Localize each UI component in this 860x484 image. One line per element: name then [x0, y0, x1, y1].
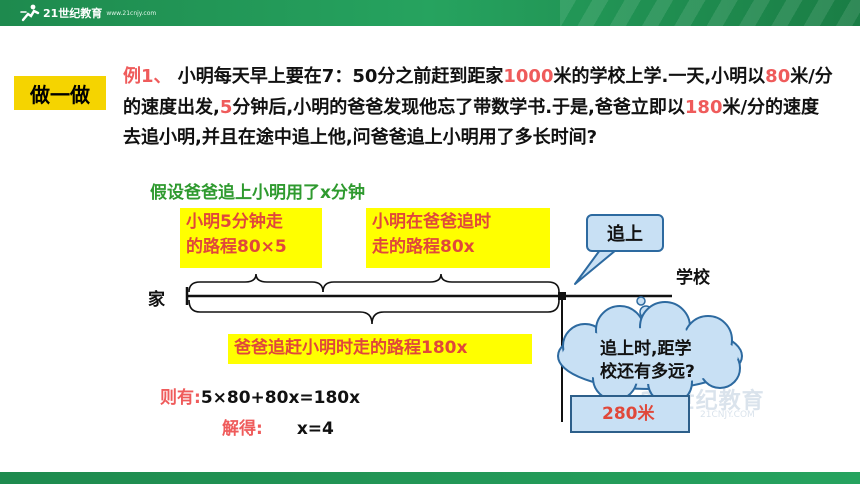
header-stripes: [560, 0, 860, 26]
equation-line: 则有:5×80+80x=180x: [160, 383, 360, 408]
section-label: 做一做: [14, 76, 106, 110]
box1-line2: 的路程80×5: [186, 237, 287, 257]
label-school: 学校: [676, 268, 710, 288]
answer-box: 280米: [570, 395, 690, 433]
cloud-line1: 追上时,距学: [600, 339, 692, 359]
logo: 21世纪教育 www.21cnjy.com: [20, 2, 156, 24]
brace-dad-chase: [188, 299, 560, 325]
box1-line1: 小明5分钟走: [186, 212, 283, 232]
problem-part-4: 分钟后,小明的爸爸发现他忘了带数学书.于是,爸爸立即以: [232, 96, 685, 118]
logo-text: 21世纪教育: [43, 7, 103, 20]
problem-prefix: 例1、: [123, 66, 172, 87]
problem-part-2: 米的学校上学.一天,小明以: [553, 66, 766, 87]
catch-up-callout: 追上: [586, 214, 664, 252]
label-home: 家: [148, 290, 165, 310]
problem-part-1: 小明每天早上要在7：50分之前赶到距家: [171, 66, 504, 87]
equation: 5×80+80x=180x: [200, 388, 361, 408]
solve-label: 解得:: [222, 419, 263, 439]
equation-label: 则有:: [160, 388, 201, 408]
box-xiaoming-first-5-min: 小明5分钟走 的路程80×5: [180, 208, 322, 268]
assumption-text: 假设爸爸追上小明用了x分钟: [150, 183, 365, 203]
watermark-sub: 21CNJY.COM: [700, 410, 755, 420]
brace-xiaoming-chase: [322, 273, 560, 293]
cloud-line2: 校还有多远?: [600, 362, 695, 382]
bottom-bar: [0, 472, 860, 484]
solution-line: 解得: x=4: [222, 414, 334, 439]
brace-first-5-min: [188, 273, 324, 293]
cloud-question: 追上时,距学 校还有多远?: [600, 338, 730, 384]
problem-text: 例1、 小明每天早上要在7：50分之前赶到距家1000米的学校上学.一天,小明以…: [123, 62, 835, 154]
solution-result: x=4: [296, 419, 334, 439]
thought-cloud: [557, 296, 743, 405]
top-header-bar: 21世纪教育 www.21cnjy.com: [0, 0, 860, 26]
box-xiaoming-during-chase: 小明在爸爸追时 走的路程80x: [366, 208, 550, 268]
problem-delay: 5: [219, 96, 233, 118]
box2-line1: 小明在爸爸追时: [372, 212, 491, 232]
logo-subtext: www.21cnjy.com: [106, 9, 157, 17]
box-dad-distance: 爸爸追赶小明时走的路程180x: [228, 334, 532, 364]
problem-part-3: 米/分的速度出发,: [123, 66, 833, 118]
problem-part-5: 米/分的速度去追小明,并且在途中追上他,问爸爸追上小明用了多长时间?: [123, 96, 820, 149]
runner-logo-icon: [20, 4, 40, 22]
problem-speed-xiaoming: 80: [765, 66, 791, 87]
problem-distance: 1000: [503, 66, 554, 87]
box2-line2: 走的路程80x: [372, 237, 475, 257]
problem-speed-dad: 180: [684, 96, 723, 118]
callout-tail: [574, 249, 617, 285]
